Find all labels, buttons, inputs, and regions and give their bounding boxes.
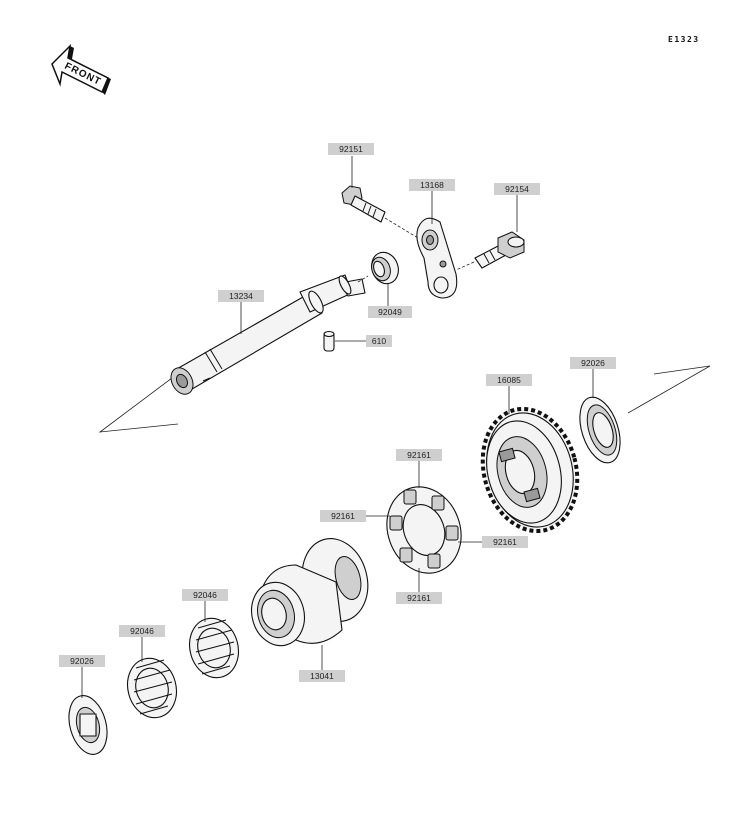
label-92161-top: 92161 [407,450,431,460]
label-92046-lower: 92046 [130,626,154,636]
label-92026-lower: 92026 [70,656,94,666]
bearing-92161 [386,486,462,574]
label-16085: 16085 [497,375,521,385]
alignment-line-right [627,365,711,414]
label-610: 610 [372,336,386,346]
label-92161-right: 92161 [493,537,517,547]
alignment-line-left [98,371,181,433]
washer-92026-upper [579,396,621,464]
label-92161-left: 92161 [331,511,355,521]
front-arrow-icon: FRONT [51,43,111,95]
lever-13168 [416,217,458,299]
washer-92026-lower [68,695,108,755]
label-13234: 13234 [229,291,253,301]
shaft-13234 [170,274,366,395]
label-92026-upper: 92026 [581,358,605,368]
label-92049: 92049 [378,307,402,317]
label-92154: 92154 [505,184,529,194]
bolt-92154 [474,231,525,269]
label-92161-bottom: 92161 [407,593,431,603]
hub-13041 [251,538,369,647]
needle-bearing-92046-lower [127,657,177,719]
oil-seal-92049 [371,251,399,285]
diagram-id: E1323 [668,35,700,44]
gear-16085 [480,406,580,534]
label-13168: 13168 [420,180,444,190]
label-92151: 92151 [339,144,363,154]
label-13041: 13041 [310,671,334,681]
needle-bearing-92046-upper [189,617,239,679]
label-92046-upper: 92046 [193,590,217,600]
pin-610 [323,330,335,352]
bolt-92151 [341,185,386,223]
